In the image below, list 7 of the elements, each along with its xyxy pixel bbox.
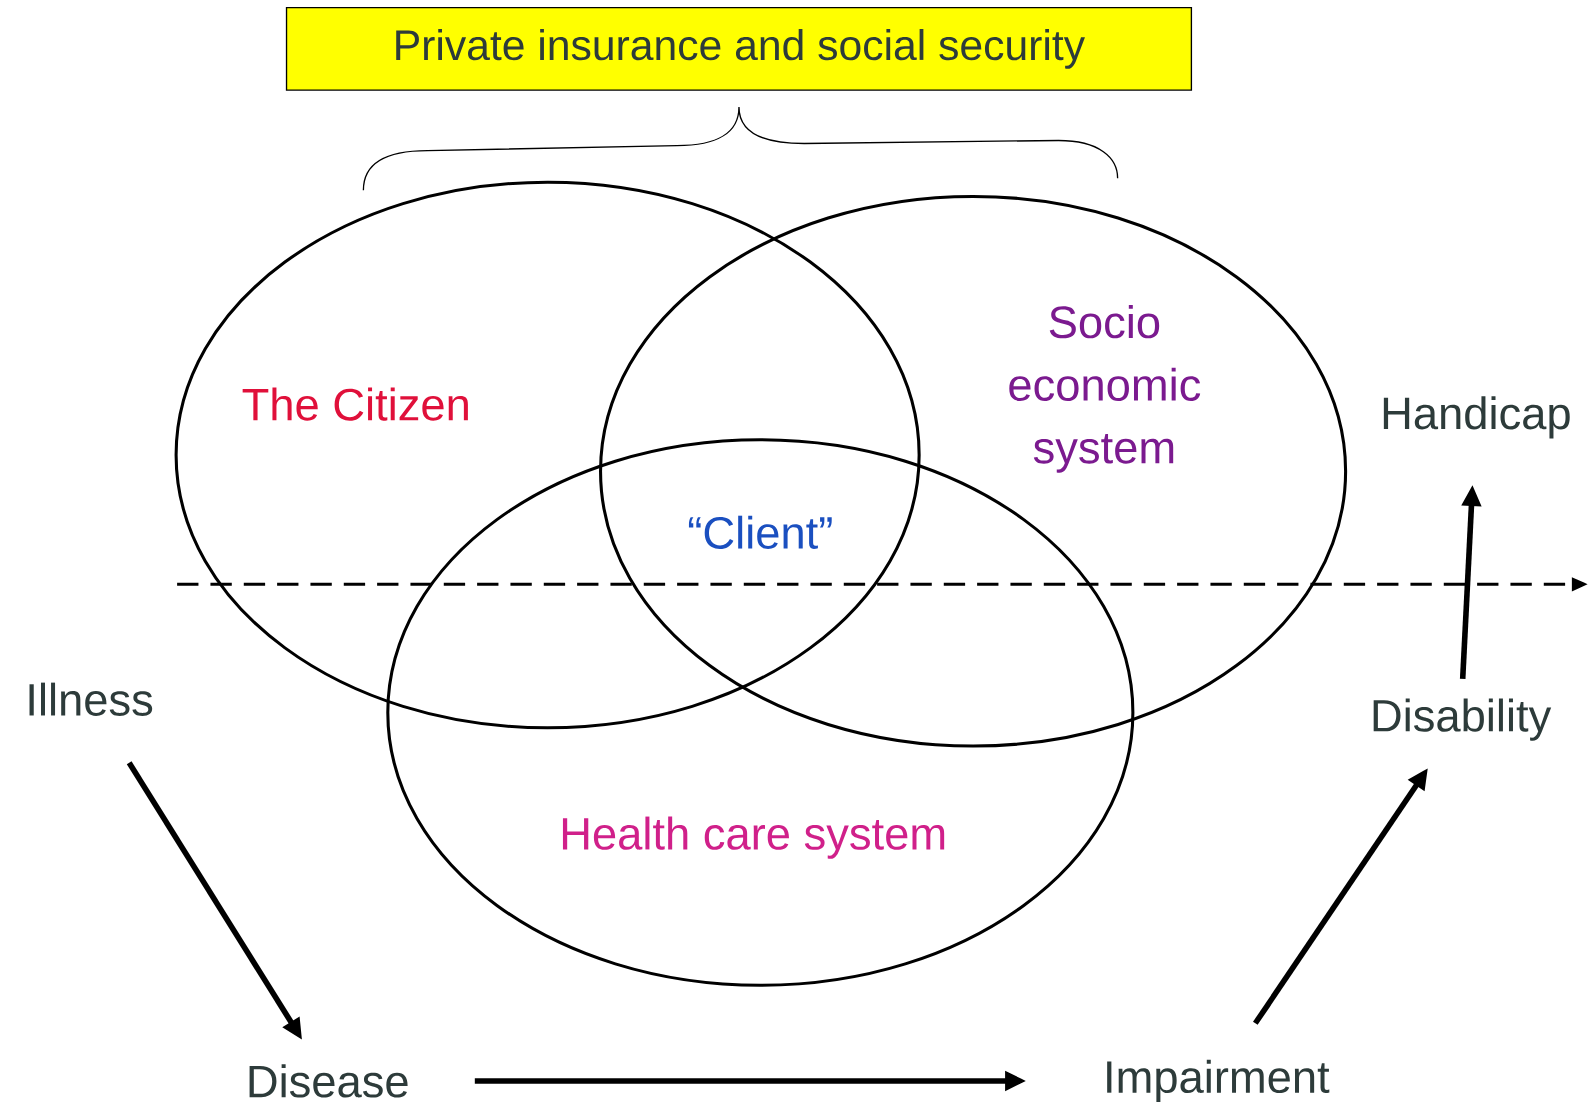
stage-label: Handicap	[1383, 395, 1570, 439]
stage-label: Illness	[29, 682, 153, 716]
stage-label: Disease	[249, 1064, 408, 1098]
intersection-label: “Client”	[688, 515, 832, 549]
title-box: Private insurance and social security	[285, 6, 1193, 91]
stage-label: Disability	[1373, 698, 1552, 741]
stage-label: Impairment	[1107, 1059, 1330, 1102]
